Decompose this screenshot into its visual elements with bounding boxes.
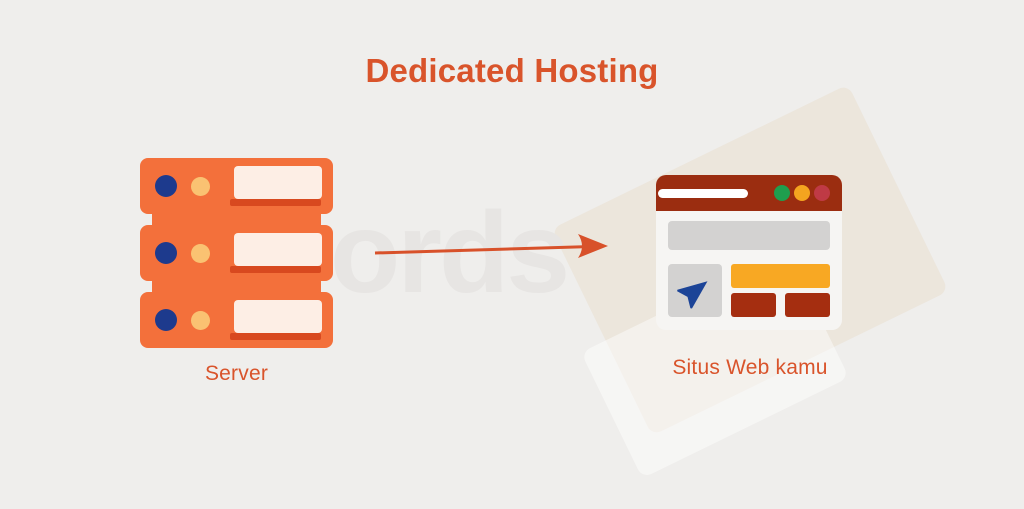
content-bar — [668, 221, 830, 250]
server-connector — [152, 212, 321, 229]
content-block-red — [785, 293, 830, 317]
server-label: Server — [204, 362, 269, 385]
server-unit — [140, 225, 333, 281]
window-dot-amber-icon — [794, 185, 810, 201]
led-indicator-amber-icon — [191, 177, 210, 196]
led-indicator-blue-icon — [155, 175, 177, 197]
led-indicator-blue-icon — [155, 242, 177, 264]
window-dot-green-icon — [774, 185, 790, 201]
led-indicator-amber-icon — [191, 311, 210, 330]
flow-arrow-icon — [374, 234, 608, 258]
drive-panel — [234, 166, 322, 199]
thumbnail-box — [668, 264, 722, 317]
drive-panel-shadow — [230, 333, 321, 340]
drive-panel-shadow — [230, 199, 321, 206]
navigation-pointer-icon — [677, 281, 708, 309]
drive-panel — [234, 233, 322, 266]
watermark-text: ords — [330, 189, 570, 317]
browser-window-icon — [656, 175, 842, 330]
banner-block-amber — [731, 264, 830, 288]
browser-titlebar — [656, 175, 842, 211]
led-indicator-amber-icon — [191, 244, 210, 263]
server-stack-icon — [140, 158, 333, 348]
led-indicator-blue-icon — [155, 309, 177, 331]
server-connector — [152, 279, 321, 296]
drive-panel — [234, 300, 322, 333]
server-unit — [140, 292, 333, 348]
address-bar — [658, 189, 748, 198]
drive-panel-shadow — [230, 266, 321, 273]
window-dot-red-icon — [814, 185, 830, 201]
page-title: Dedicated Hosting — [365, 52, 659, 89]
website-label: Situs Web kamu — [672, 356, 828, 379]
content-block-red — [731, 293, 776, 317]
server-unit — [140, 158, 333, 214]
